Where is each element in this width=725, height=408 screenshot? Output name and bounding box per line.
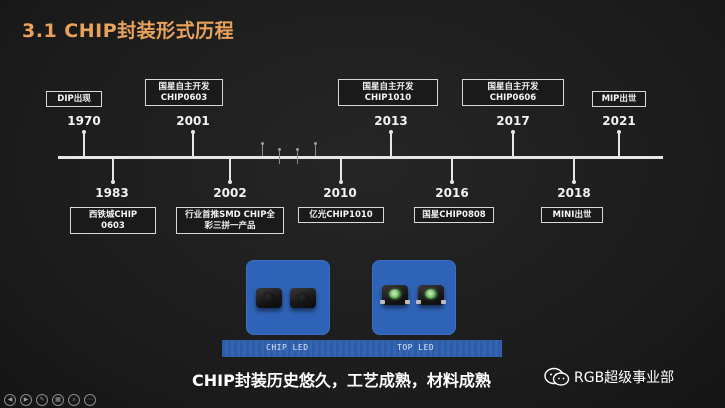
- summary-text: CHIP封装历史悠久，工艺成熟，材料成熟: [192, 371, 491, 390]
- minor-tick: [314, 142, 317, 156]
- slides-grid-icon[interactable]: ▦: [52, 394, 64, 406]
- event-label: 国星CHIP0808: [422, 209, 486, 220]
- year-2013: 2013: [374, 114, 408, 128]
- year-2016: 2016: [435, 186, 469, 200]
- event-label: 国星自主开发: [362, 81, 414, 92]
- product-label-bar: [222, 340, 502, 357]
- event-label: CHIP0603: [160, 92, 208, 103]
- tick-dot: [191, 130, 195, 134]
- tick-2021: [618, 132, 620, 157]
- chip-led-image: [246, 260, 330, 335]
- tick-dot: [228, 180, 232, 184]
- tick-2010: [340, 158, 342, 182]
- brand-watermark: RGB超级事业部: [544, 367, 674, 387]
- minor-tick: [261, 142, 264, 156]
- top-led-package: [380, 285, 410, 305]
- minor-tick: [296, 148, 299, 164]
- tick-dot: [511, 130, 515, 134]
- tick-dot: [450, 180, 454, 184]
- presentation-toolbar: ◀ ▶ ✎ ▦ ⌕ ⋯: [4, 394, 96, 406]
- tick-2001: [192, 132, 194, 157]
- tick-2018: [573, 158, 575, 182]
- event-box-2002: 行业首推SMD CHIP全 彩三拼一产品: [176, 207, 284, 234]
- event-box-2017: 国星自主开发 CHIP0606: [462, 79, 564, 106]
- event-box-2001: 国星自主开发 CHIP0603: [145, 79, 223, 106]
- year-2021: 2021: [602, 114, 636, 128]
- tick-2016: [451, 158, 453, 182]
- tick-2013: [390, 132, 392, 157]
- event-box-1970: DIP出现: [46, 91, 102, 107]
- minor-tick: [278, 148, 281, 164]
- chip-led-package: [256, 288, 282, 308]
- next-slide-icon[interactable]: ▶: [20, 394, 32, 406]
- tick-dot: [82, 130, 86, 134]
- top-led-label: TOP LED: [397, 343, 435, 352]
- wechat-icon: [544, 367, 570, 386]
- event-label: 国星自主开发: [487, 81, 539, 92]
- year-2001: 2001: [176, 114, 210, 128]
- prev-slide-icon[interactable]: ◀: [4, 394, 16, 406]
- event-label: 0603: [101, 220, 125, 231]
- brand-name: RGB超级事业部: [574, 370, 675, 386]
- year-1983: 1983: [95, 186, 129, 200]
- event-box-2018: MINI出世: [541, 207, 603, 223]
- top-led-image: [372, 260, 456, 335]
- event-label: CHIP0606: [489, 92, 537, 103]
- event-label: DIP出现: [57, 93, 91, 104]
- pen-icon[interactable]: ✎: [36, 394, 48, 406]
- event-box-2013: 国星自主开发 CHIP1010: [338, 79, 438, 106]
- timeline-axis: [58, 156, 663, 159]
- tick-2002: [229, 158, 231, 182]
- event-box-1983: 西铁城CHIP 0603: [70, 207, 156, 234]
- year-2017: 2017: [496, 114, 530, 128]
- event-label: MIP出世: [601, 93, 637, 104]
- tick-2017: [512, 132, 514, 157]
- event-box-2016: 国星CHIP0808: [414, 207, 494, 223]
- year-2002: 2002: [213, 186, 247, 200]
- tick-dot: [111, 180, 115, 184]
- event-label: MINI出世: [552, 209, 592, 220]
- event-label: 亿光CHIP1010: [309, 209, 373, 220]
- zoom-icon[interactable]: ⌕: [68, 394, 80, 406]
- tick-dot: [572, 180, 576, 184]
- tick-1983: [112, 158, 114, 182]
- year-2010: 2010: [323, 186, 357, 200]
- tick-dot: [339, 180, 343, 184]
- year-2018: 2018: [557, 186, 591, 200]
- tick-dot: [389, 130, 393, 134]
- slide-title: 3.1 CHIP封装形式历程: [22, 20, 235, 42]
- event-label: CHIP1010: [364, 92, 412, 103]
- tick-dot: [617, 130, 621, 134]
- chip-led-label: CHIP LED: [266, 343, 309, 352]
- event-box-2021: MIP出世: [592, 91, 646, 107]
- event-label: 西铁城CHIP: [88, 209, 138, 220]
- event-box-2010: 亿光CHIP1010: [298, 207, 384, 223]
- year-1970: 1970: [67, 114, 101, 128]
- event-label: 彩三拼一产品: [204, 220, 256, 231]
- more-options-icon[interactable]: ⋯: [84, 394, 96, 406]
- top-led-package: [416, 285, 446, 305]
- event-label: 国星自主开发: [158, 81, 210, 92]
- event-label: 行业首推SMD CHIP全: [185, 209, 275, 220]
- chip-led-package: [290, 288, 316, 308]
- tick-1970: [83, 132, 85, 157]
